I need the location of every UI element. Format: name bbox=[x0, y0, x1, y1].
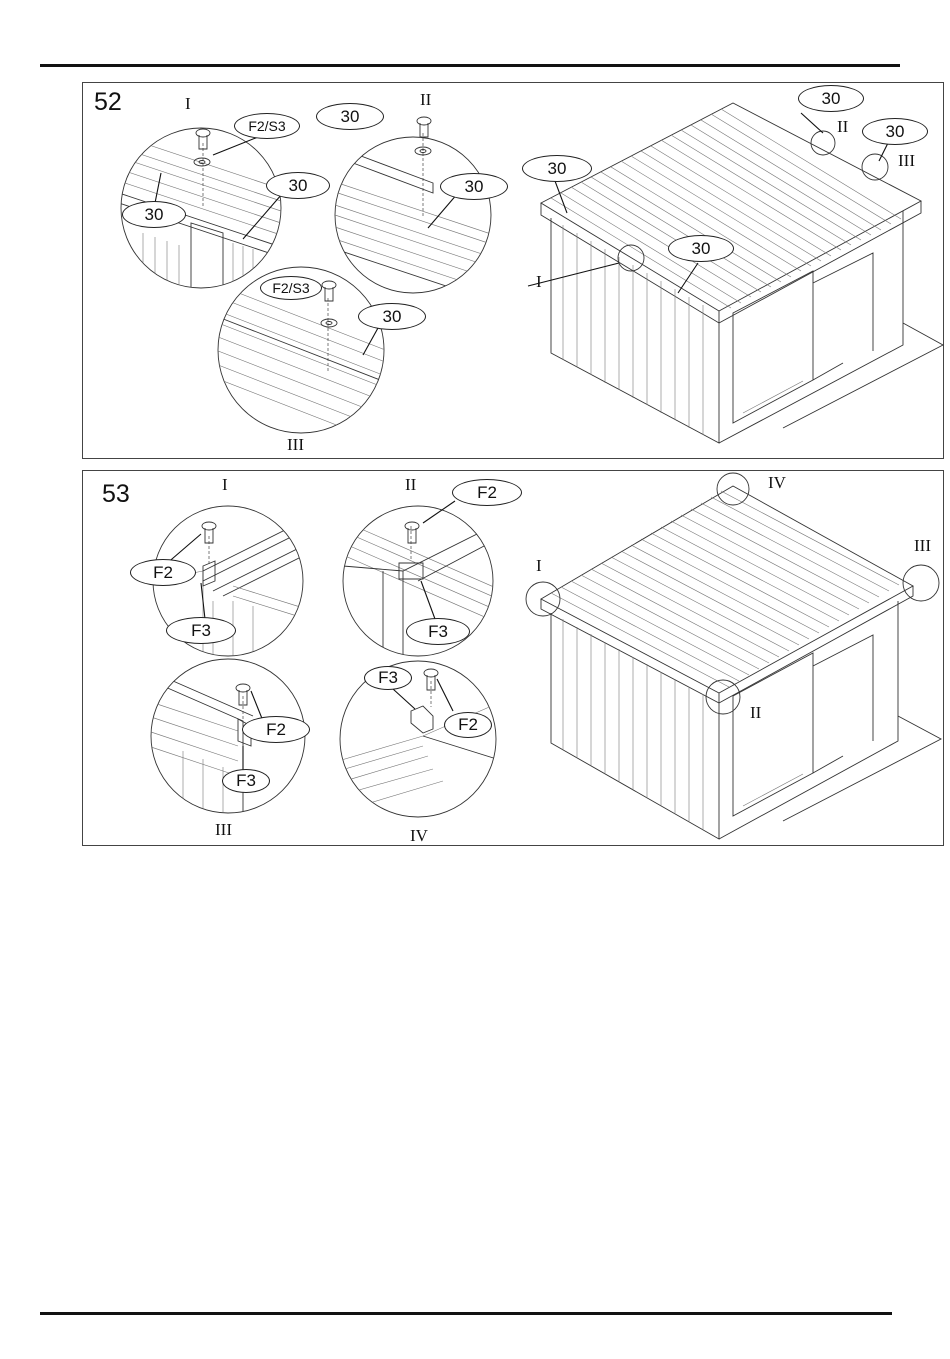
detail-label: I bbox=[222, 475, 228, 495]
part-callout: 30 bbox=[266, 172, 330, 199]
part-callout: 30 bbox=[522, 155, 592, 182]
part-callout: 30 bbox=[668, 235, 734, 262]
washer-icon bbox=[194, 158, 210, 166]
detail-IV-circle bbox=[338, 661, 503, 817]
step-52-drawing bbox=[83, 83, 945, 460]
step-52-panel bbox=[82, 82, 944, 459]
part-callout: F2 bbox=[452, 479, 522, 506]
bottom-rule bbox=[40, 1312, 892, 1315]
overview-label: IV bbox=[768, 473, 786, 493]
detail-label: IV bbox=[410, 826, 428, 846]
detail-label: III bbox=[287, 435, 304, 455]
part-callout: F3 bbox=[222, 769, 270, 793]
screw-icon bbox=[417, 117, 431, 137]
part-callout: 30 bbox=[862, 118, 928, 145]
corner-bracket-icon bbox=[411, 706, 433, 733]
step-number: 53 bbox=[102, 480, 130, 509]
overview-label: II bbox=[750, 703, 761, 723]
overview-label: I bbox=[536, 272, 542, 292]
screw-icon bbox=[405, 522, 419, 543]
part-callout: F2/S3 bbox=[234, 113, 300, 139]
detail-label: III bbox=[215, 820, 232, 840]
part-callout: F2/S3 bbox=[260, 276, 322, 300]
shed-overview bbox=[526, 473, 941, 839]
overview-label: III bbox=[914, 536, 931, 556]
detail-label: II bbox=[420, 90, 431, 110]
part-callout: 30 bbox=[440, 173, 508, 200]
part-callout: F2 bbox=[444, 712, 492, 738]
part-callout: F2 bbox=[130, 559, 196, 586]
screw-icon bbox=[202, 522, 216, 543]
part-callout: 30 bbox=[798, 85, 864, 112]
part-callout: F3 bbox=[166, 617, 236, 644]
screw-icon bbox=[322, 281, 336, 301]
step-53-panel bbox=[82, 470, 944, 846]
shed-overview bbox=[528, 103, 943, 443]
overview-label: II bbox=[837, 117, 848, 137]
part-callout: 30 bbox=[316, 103, 384, 130]
detail-label: II bbox=[405, 475, 416, 495]
washer-icon bbox=[321, 319, 337, 327]
part-callout: F3 bbox=[364, 666, 412, 690]
step-53-drawing bbox=[83, 471, 945, 847]
part-callout: 30 bbox=[122, 201, 186, 228]
detail-II-circle bbox=[323, 117, 503, 305]
part-callout: F2 bbox=[242, 716, 310, 743]
detail-label: I bbox=[185, 94, 191, 114]
overview-label: I bbox=[536, 556, 542, 576]
top-rule bbox=[40, 64, 900, 67]
part-callout: 30 bbox=[358, 303, 426, 330]
step-number: 52 bbox=[94, 88, 122, 117]
part-callout: F3 bbox=[406, 618, 470, 645]
overview-label: III bbox=[898, 151, 915, 171]
